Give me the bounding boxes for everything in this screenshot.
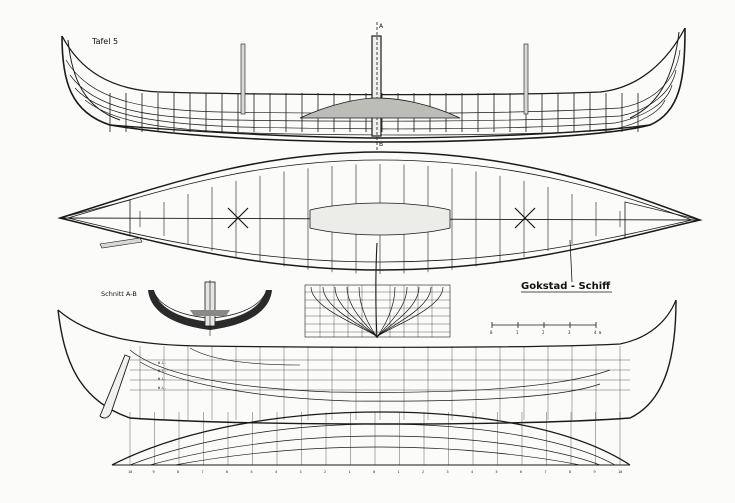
scale-tick-3: 3 [568, 330, 571, 335]
station-number: 1 [398, 470, 400, 474]
body-frame-curve [376, 286, 408, 338]
scale-tick-0: 0 [490, 330, 493, 335]
body-frame-curve [310, 286, 378, 338]
station-number: 7 [545, 470, 547, 474]
station-number: 2 [324, 470, 326, 474]
section-marker-a: A [379, 23, 384, 30]
station-number: 1 [349, 470, 351, 474]
station-number: 5 [496, 470, 498, 474]
station-number: 3 [300, 470, 302, 474]
section-label: Schnitt A-B [101, 290, 137, 298]
side-elevation-view [61, 22, 686, 150]
scale-bar: 0 1 2 3 4 m [490, 322, 602, 335]
lines-profile-view: W.L. W.L. W.L. W.L. [57, 299, 677, 425]
half-breadth-view [111, 411, 631, 466]
station-number: 8 [569, 470, 571, 474]
station-number: 3 [447, 470, 449, 474]
station-number: 10 [128, 470, 132, 474]
plan-view [57, 151, 703, 274]
scale-tick-4: 4 m [594, 330, 602, 335]
station-number: 9 [153, 470, 155, 474]
ship-title: Gokstad - Schiff [521, 281, 611, 292]
station-number: 6 [520, 470, 522, 474]
scale-tick-2: 2 [542, 330, 545, 335]
station-number: 4 [275, 470, 277, 474]
station-number: 6 [226, 470, 228, 474]
plate-label: Tafel 5 [91, 37, 118, 46]
station-number: 10 [618, 470, 622, 474]
waterline-label-2: W.L. [158, 369, 166, 373]
waterline-label-4: W.L. [158, 386, 166, 390]
section-marker-b: B [379, 141, 383, 148]
station-number: 0 [373, 470, 375, 474]
cross-section-view [148, 280, 272, 336]
waterline-label-1: W.L. [158, 361, 166, 365]
station-number: 7 [202, 470, 204, 474]
station-number: 8 [177, 470, 179, 474]
station-number: 4 [471, 470, 473, 474]
waterline-label-3: W.L. [158, 377, 166, 381]
station-number: 5 [251, 470, 253, 474]
body-plan-view [304, 242, 451, 339]
station-number: 9 [594, 470, 596, 474]
station-number: 2 [422, 470, 424, 474]
scale-tick-1: 1 [516, 330, 519, 335]
body-frame-curve [376, 286, 444, 338]
